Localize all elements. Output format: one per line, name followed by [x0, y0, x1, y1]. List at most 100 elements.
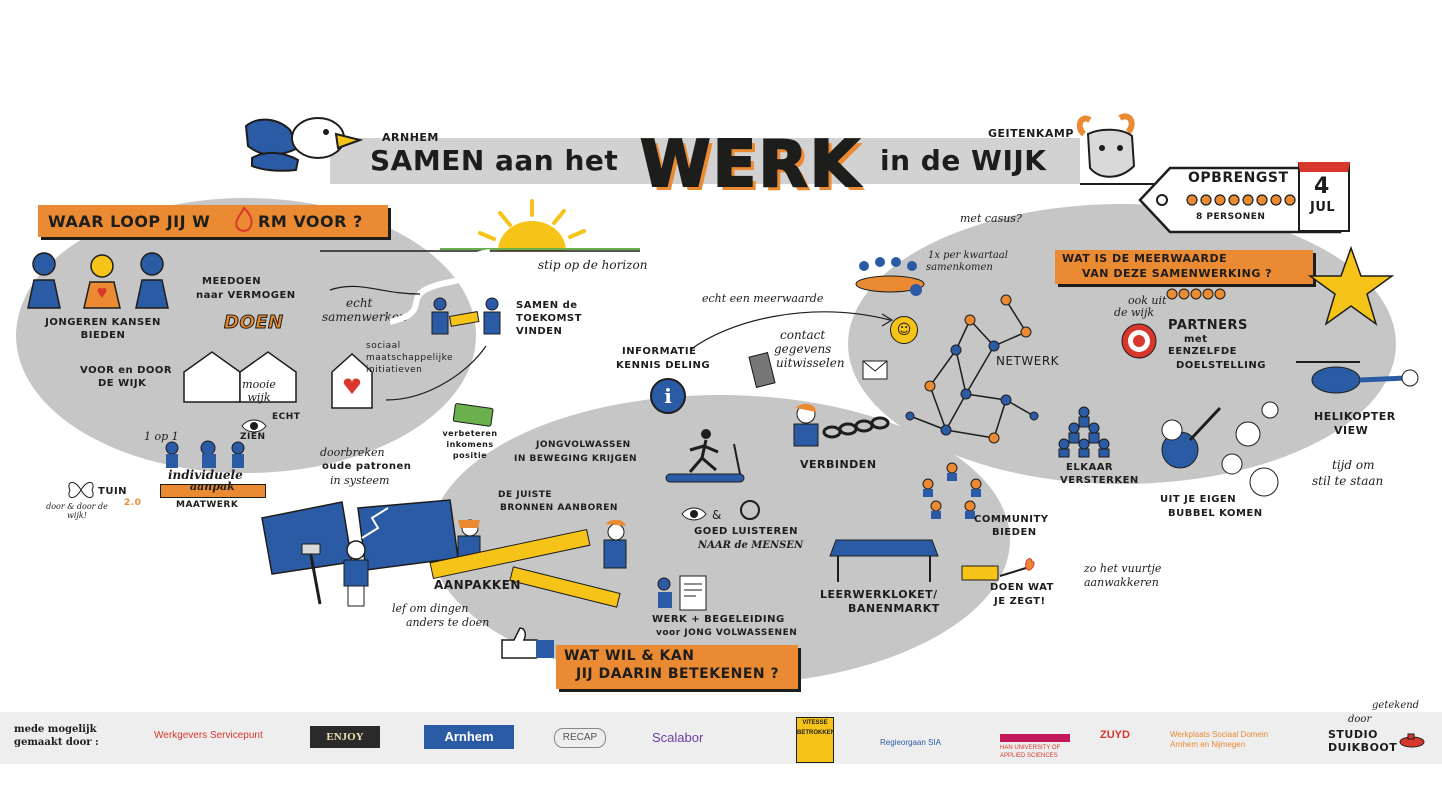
garden-label-2: 2.0: [124, 498, 142, 508]
right-banner-text-2: VAN DEZE SAMENWERKING ?: [1082, 267, 1273, 280]
logo-werkgevers: Werkgevers Servicepunt: [154, 730, 263, 741]
partners-people-icon: [1166, 286, 1226, 306]
bottom-banner-text-1: WAT WIL & KAN: [564, 648, 695, 664]
city-label: ARNHEM: [382, 131, 439, 144]
differently-label-1: lef om dingen: [392, 602, 469, 615]
tackle-label: AANPAKKEN: [434, 578, 521, 592]
for-by-label-2: DE WIJK: [98, 378, 147, 389]
title-left: SAMEN aan het: [370, 144, 619, 177]
community-people-icon: [914, 462, 994, 524]
cracked-wall-icon: [261, 498, 462, 582]
logo-zuyd: ZUYD: [1100, 729, 1130, 741]
chain-icon: [822, 414, 902, 444]
market-label-2: BANENMARKT: [848, 602, 940, 615]
headphones-icon: [740, 500, 760, 520]
treadmill-icon: [660, 428, 750, 490]
connect-person-icon: [788, 403, 828, 452]
calendar-month: JUL: [1310, 200, 1336, 215]
community-label-1: COMMUNITY: [974, 514, 1049, 525]
break-label-1: doorbreken: [320, 446, 385, 459]
for-by-label-1: VOOR en DOOR: [80, 365, 173, 376]
individual-people-icon: [160, 440, 250, 474]
stand-still-label-2: stil te staan: [1312, 474, 1384, 488]
neighbourhood-label-1: ook uit: [1128, 294, 1167, 307]
logo-vitesse: VITESSE BETROKKEN: [796, 717, 834, 763]
participate-label-2: naar VERMOGEN: [196, 290, 296, 301]
custom-label: MAATWERK: [176, 500, 239, 510]
title-right: in de WIJK: [880, 144, 1047, 177]
drawn-by-2: door: [1348, 714, 1372, 725]
income-label: verbeteren inkomens positie: [442, 429, 498, 460]
money-icon: [452, 403, 496, 432]
one-on-one-label: 1 op 1: [144, 430, 179, 443]
neighbourhood-label-2: de wijk: [1114, 306, 1155, 319]
strengthen-label-1: ELKAAR: [1066, 462, 1114, 473]
info-label-1: INFORMATIE: [622, 346, 697, 357]
sources-label-1: DE JUISTE: [498, 490, 553, 500]
quarterly-label-2: samenkomen: [926, 262, 993, 273]
studio-label-1: STUDIO: [1328, 728, 1378, 741]
info-icon: i: [650, 378, 686, 414]
thumbs-up-icon: [496, 626, 556, 666]
youth-move-label-1: JONGVOLWASSEN: [536, 440, 631, 450]
sponsor-bar: [0, 712, 1442, 764]
guidance-label-1: WERK + BEGELEIDING: [652, 614, 785, 625]
partners-label-2: met: [1184, 334, 1208, 345]
svg-text:&: &: [712, 508, 721, 522]
right-section-banner: [1055, 250, 1313, 284]
envelope-icon: [862, 360, 888, 384]
planks-icon: [420, 519, 680, 624]
connect-label: VERBINDEN: [800, 458, 877, 471]
collab-label-2: samenwerken: [322, 310, 407, 324]
do-say-label-1: DOEN WAT: [990, 582, 1054, 593]
individual-label-2: aanpak: [190, 480, 235, 493]
calendar-icon: 4 JUL: [1298, 162, 1350, 232]
fire-icon: [232, 206, 256, 236]
do-label: DOEN: [224, 312, 284, 334]
yield-people: 8 PERSONEN: [1196, 212, 1266, 222]
logo-scalabor: Scalabor: [652, 730, 704, 745]
network-icon: [905, 294, 1039, 444]
matchbox-icon: [960, 556, 1040, 590]
strengthen-label-2: VERSTERKEN: [1060, 475, 1139, 486]
individual-label-1: individuele: [168, 468, 243, 482]
stand-still-label-1: tijd om: [1332, 458, 1375, 472]
right-banner-text-1: WAT IS DE MEERWAARDE: [1062, 252, 1228, 265]
break-label-2: oude patronen: [322, 461, 412, 472]
neighbourhood-label: GEITENKAMP: [988, 127, 1074, 140]
submarine-icon: [1398, 732, 1426, 752]
collaboration-people-icon: [428, 296, 508, 342]
listen-label-1: GOED LUISTEREN: [694, 526, 798, 537]
youth-label: JONGEREN KANSEN BIEDEN: [45, 317, 161, 341]
contact-label-3: uitwisselen: [776, 356, 845, 370]
added-value-arrow: [689, 311, 894, 351]
logo-han: HAN UNIVERSITY OF APPLIED SCIENCES: [1000, 734, 1070, 760]
house-heart-icon: [330, 352, 374, 414]
left-banner-text-2: RM VOOR ?: [258, 212, 363, 231]
logo-arnhem: Arnhem: [424, 725, 514, 749]
quarterly-label-1: 1x per kwartaal: [928, 250, 1008, 261]
worker-hammer-icon: [300, 540, 390, 614]
sources-label-2: BRONNEN AANBOREN: [500, 503, 618, 513]
smiley-icon: ☺: [890, 316, 918, 344]
contact-label-2: gegevens: [774, 342, 832, 356]
future-label-2: TOEKOMST: [516, 313, 582, 324]
garden-label-1: TUIN: [98, 486, 128, 497]
target-icon: [1120, 322, 1158, 364]
helicopter-label-1: HELIKOPTER: [1314, 410, 1396, 423]
made-possible-2: gemaakt door :: [14, 737, 99, 748]
eagle-icon: [238, 108, 368, 182]
bottom-banner-text-2: JIJ DAARIN BETEKENEN ?: [576, 666, 780, 682]
break-label-3: in systeem: [330, 474, 390, 487]
youth-move-label-2: IN BEWEGING KRIJGEN: [514, 454, 638, 464]
logo-enjoy: ENJOY: [310, 726, 380, 748]
participate-label-1: MEEDOEN: [202, 276, 262, 287]
studio-label-2: DUIKBOOT: [1328, 741, 1398, 754]
yield-tag: OPBRENGST 8 PERSONEN 4 JUL: [1138, 160, 1370, 240]
partners-label-4: DOELSTELLING: [1176, 360, 1266, 371]
future-label-1: SAMEN de: [516, 300, 578, 311]
cases-label: met casus?: [960, 212, 1022, 225]
title-band: [330, 138, 1080, 184]
see-label-2: ZIEN: [240, 432, 266, 442]
added-value-label: echt een meerwaarde: [702, 292, 824, 305]
